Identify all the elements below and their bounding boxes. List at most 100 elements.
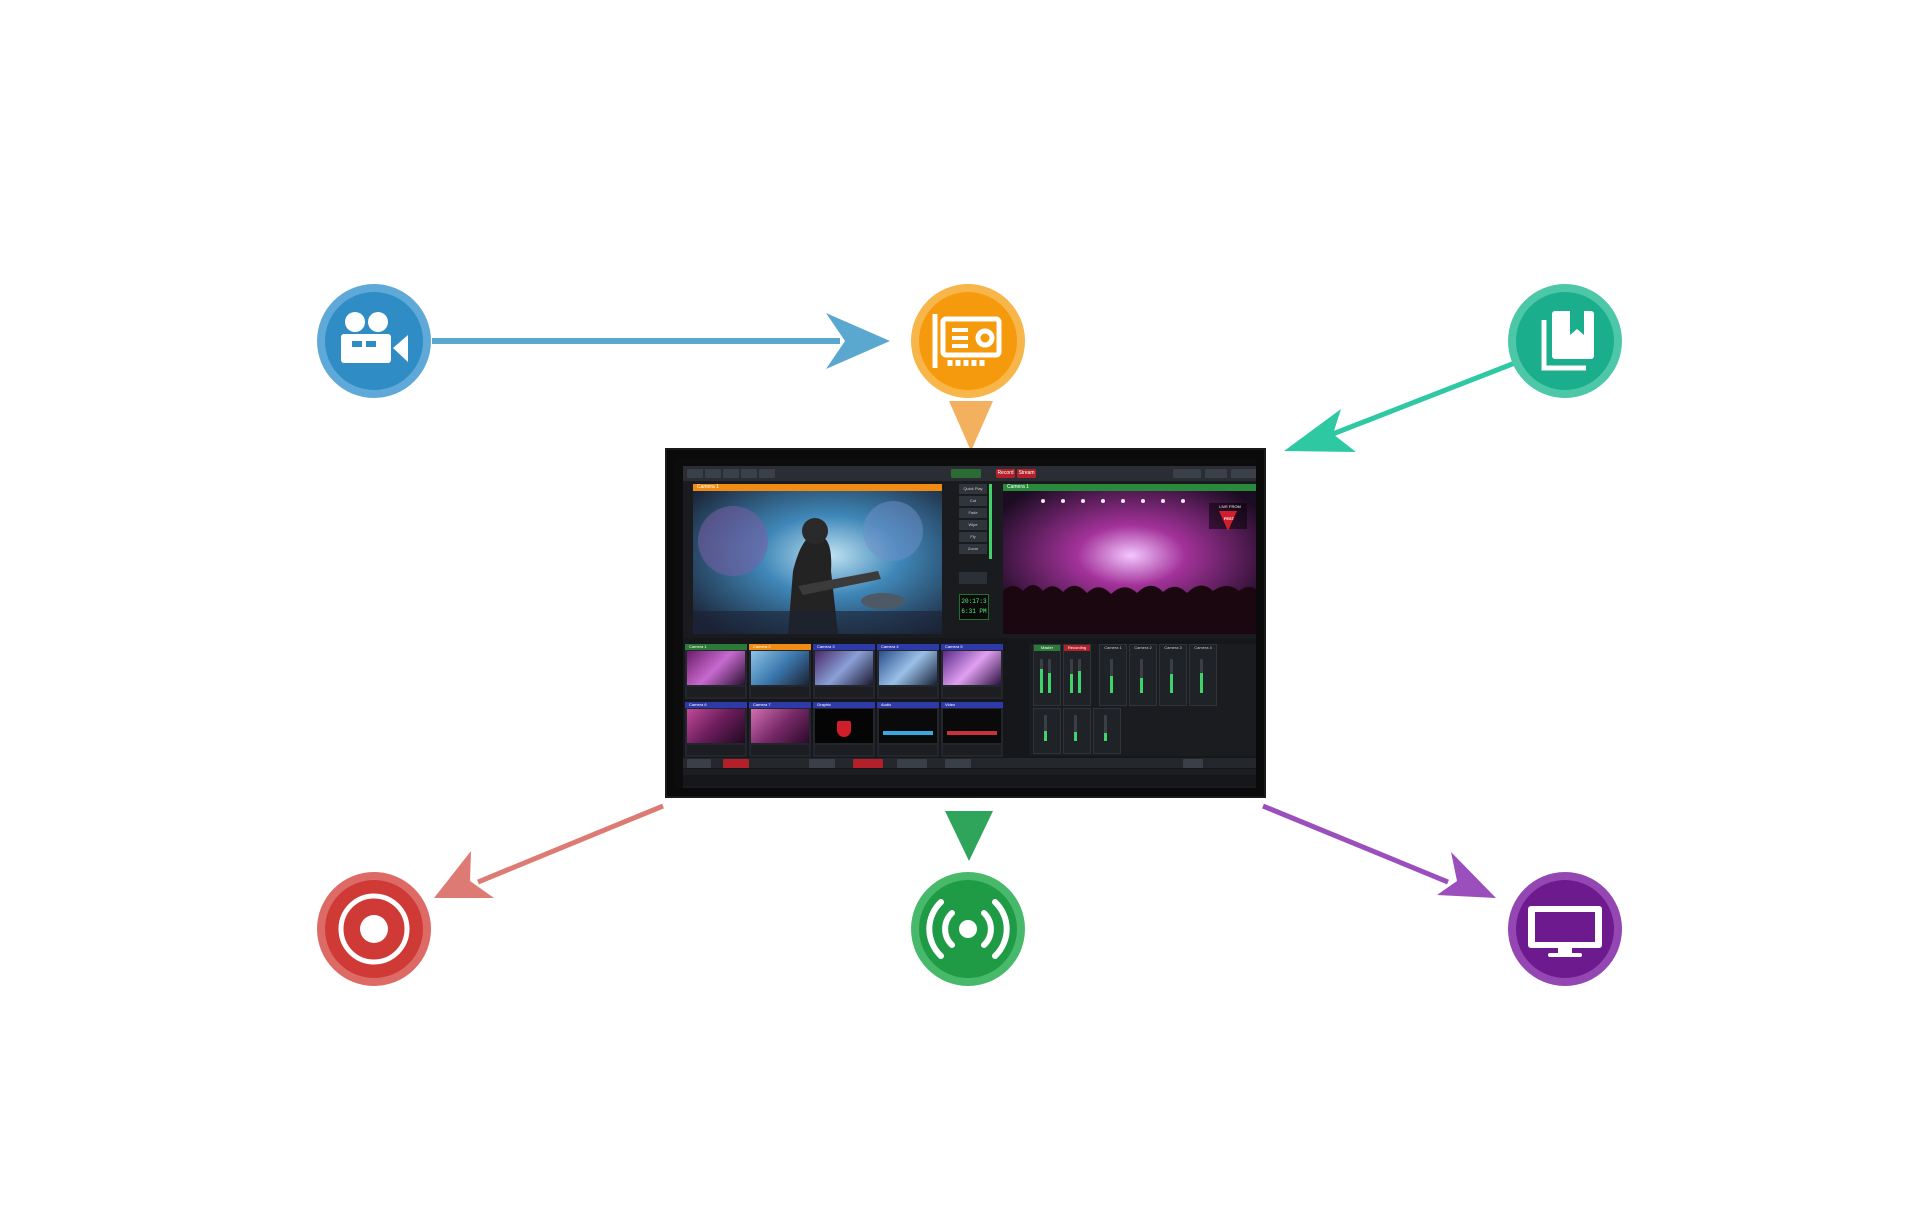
input-label: Camera 5: [941, 644, 1003, 650]
capture-card-icon: [932, 314, 1002, 368]
input-thumbnail: [751, 709, 809, 743]
input-label: Audio: [877, 702, 939, 708]
input-thumbnail: [751, 651, 809, 685]
toolbar-btn-4[interactable]: [741, 469, 757, 478]
mixer-label: Master: [1034, 645, 1060, 651]
transition-fade[interactable]: Fade: [959, 508, 987, 518]
multicorder-control[interactable]: [897, 759, 927, 768]
transition-cut[interactable]: Cut: [959, 496, 987, 506]
status-bar: [683, 769, 1256, 775]
transition-panel: Quick Play Cut Fade Wipe Fly Zoom: [959, 484, 992, 634]
input-tile-6[interactable]: Camera 6: [685, 702, 747, 757]
toolbar-btn-1[interactable]: [687, 469, 703, 478]
preview-monitor: Camera 1: [693, 484, 942, 634]
input-label: Camera 6: [685, 702, 747, 708]
mixer-label: Camera 3: [1164, 645, 1182, 650]
transition-quick-play[interactable]: Quick Play: [959, 484, 987, 494]
input-controls[interactable]: [815, 745, 873, 755]
input-tile-7[interactable]: Camera 7: [749, 702, 811, 757]
input-controls[interactable]: [751, 687, 809, 697]
input-tile-2[interactable]: Camera 2: [749, 644, 811, 699]
toolbar-btn-green[interactable]: [951, 469, 981, 478]
audio-level-bar: [883, 731, 933, 735]
external-control[interactable]: [809, 759, 835, 768]
input-thumbnail: [879, 651, 937, 685]
arrow-software-to-record: [434, 803, 664, 898]
input-thumbnail: [687, 709, 745, 743]
input-thumbnail: [879, 709, 937, 743]
input-tile-4[interactable]: Camera 4: [877, 644, 939, 699]
toolbar-btn-5[interactable]: [759, 469, 775, 478]
mixer-camera-2[interactable]: Camera 2: [1129, 644, 1157, 706]
input-controls[interactable]: [687, 745, 745, 755]
input-thumbnail: [687, 651, 745, 685]
input-controls[interactable]: [815, 687, 873, 697]
clock-wall: 6:31 PM: [961, 608, 987, 615]
mixer-camera-6[interactable]: [1063, 708, 1091, 754]
fest-pick-icon: [837, 721, 851, 737]
software-screenshot: Record Stream Camera 1: [665, 448, 1266, 798]
stream-button[interactable]: Stream: [1017, 469, 1036, 478]
top-toolbar: Record Stream: [683, 466, 1256, 481]
overlay-control[interactable]: [1183, 759, 1203, 768]
input-label: Graphic: [813, 702, 875, 708]
record-node: [317, 872, 431, 986]
input-controls[interactable]: [751, 745, 809, 755]
input-controls[interactable]: [943, 687, 1001, 697]
toolbar-btn-3[interactable]: [723, 469, 739, 478]
output-monitor: Camera 1: [1003, 484, 1256, 634]
broadcast-icon: [926, 899, 1010, 959]
mixer-camera-7[interactable]: [1093, 708, 1121, 754]
record-button[interactable]: Record: [996, 469, 1015, 478]
record-control[interactable]: [723, 759, 749, 768]
input-label: Camera 3: [813, 644, 875, 650]
transition-fly[interactable]: Fly: [959, 532, 987, 542]
input-thumbnail: [943, 651, 1001, 685]
video-level-bar: [947, 731, 997, 735]
toolbar-btn-right-2[interactable]: [1205, 469, 1227, 478]
mixer-label: Camera 4: [1194, 645, 1212, 650]
video-camera-icon: [341, 312, 408, 363]
toolbar-btn-right-1[interactable]: [1173, 469, 1201, 478]
arrow-software-to-display-output: [1262, 803, 1496, 898]
preview-monitor-label: Camera 1: [693, 484, 942, 491]
mixer-label: Camera 2: [1134, 645, 1152, 650]
arrow-camera-to-capture-card: [432, 313, 890, 369]
mixer-camera-1[interactable]: Camera 1: [1099, 644, 1127, 706]
display-output-node: [1508, 872, 1622, 986]
arrow-software-to-stream: [945, 811, 993, 861]
input-controls[interactable]: [943, 745, 1001, 755]
t-bar[interactable]: [959, 572, 987, 584]
mixer-recording[interactable]: Recording: [1063, 644, 1091, 706]
input-tile-9[interactable]: Audio: [877, 702, 939, 757]
add-input-button[interactable]: [687, 759, 711, 768]
playlist-control[interactable]: [945, 759, 971, 768]
mixer-camera-3[interactable]: Camera 3: [1159, 644, 1187, 706]
bottom-controls: [683, 758, 1256, 768]
stream-control[interactable]: [853, 759, 883, 768]
input-tile-3[interactable]: Camera 3: [813, 644, 875, 699]
input-tile-5[interactable]: Camera 5: [941, 644, 1003, 699]
input-controls[interactable]: [687, 687, 745, 697]
inputs-area: Camera 1 Camera 2 Camera 3 Camera 4 Came: [683, 638, 1256, 786]
toolbar-btn-right-3[interactable]: [1231, 469, 1256, 478]
transition-wipe[interactable]: Wipe: [959, 520, 987, 530]
monitor-icon: [1528, 906, 1602, 957]
media-library-icon: [1541, 311, 1594, 371]
transition-zoom[interactable]: Zoom: [959, 544, 987, 554]
input-controls[interactable]: [879, 745, 937, 755]
record-icon: [338, 893, 410, 965]
input-tile-10[interactable]: Video: [941, 702, 1003, 757]
input-controls[interactable]: [879, 687, 937, 697]
clock-display: 20:17:3 6:31 PM: [959, 594, 989, 620]
clock-time: 20:17:3: [961, 598, 987, 605]
mixer-master[interactable]: Master: [1033, 644, 1061, 706]
input-tile-1[interactable]: Camera 1: [685, 644, 747, 699]
mixer-camera-5[interactable]: [1033, 708, 1061, 754]
toolbar-btn-2[interactable]: [705, 469, 721, 478]
input-thumbnail: [815, 709, 873, 743]
mixer-camera-4[interactable]: Camera 4: [1189, 644, 1217, 706]
input-label: Camera 2: [749, 644, 811, 650]
input-tile-8[interactable]: Graphic: [813, 702, 875, 757]
